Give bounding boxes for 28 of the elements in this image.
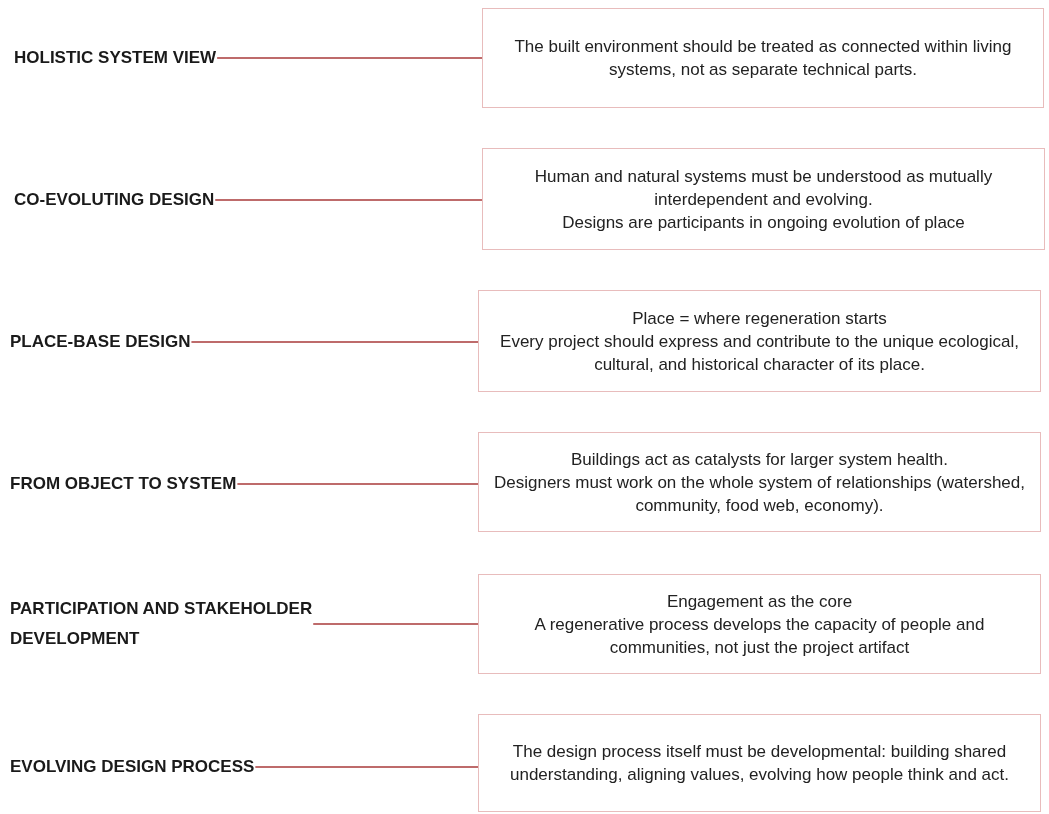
principle-label: PLACE-BASE DESIGN [10, 327, 191, 357]
description-text: Buildings act as catalysts for larger system health. [571, 448, 948, 471]
principle-label: EVOLVING DESIGN PROCESS [10, 752, 255, 782]
principle-label: PARTICIPATION AND STAKEHOLDER DEVELOPMENT [10, 594, 380, 654]
description-text: A regenerative process develops the capacity of people and communities, not just the project artifact [533, 613, 986, 659]
description-text: Human and natural systems must be understood as mutually interdependent and evolving. [533, 165, 994, 211]
description-box [482, 8, 1044, 108]
principle-label: FROM OBJECT TO SYSTEM [10, 469, 237, 499]
connector-line [254, 766, 479, 768]
description-text: The built environment should be treated as connected within living systems, not as separate technical parts. [513, 36, 1013, 81]
description-text: Designs are participants in ongoing evolution of place [562, 211, 965, 234]
connector-line [236, 483, 479, 485]
connector-line [312, 623, 479, 625]
description-box [478, 574, 1041, 674]
description-text: The design process itself must be developmental: building shared understanding, aligning values, evolving how people think and act. [509, 741, 1010, 786]
principle-label: CO-EVOLUTING DESIGN [14, 185, 215, 215]
description-text: Every project should express and contribute to the unique ecological, cultural, and historical character of its place. [499, 330, 1020, 376]
description-text: Engagement as the core [666, 590, 853, 613]
description-box [482, 148, 1045, 250]
description-box [478, 290, 1041, 392]
description-text: Place = where regeneration starts [632, 307, 887, 330]
connector-line [216, 57, 483, 59]
description-text: Designers must work on the whole system of relationships (watershed, community, food web, economy). [493, 471, 1026, 517]
description-box [478, 432, 1041, 532]
description-box [478, 714, 1041, 812]
connector-line [214, 199, 483, 201]
connector-line [190, 341, 479, 343]
principle-label: HOLISTIC SYSTEM VIEW [14, 43, 217, 73]
